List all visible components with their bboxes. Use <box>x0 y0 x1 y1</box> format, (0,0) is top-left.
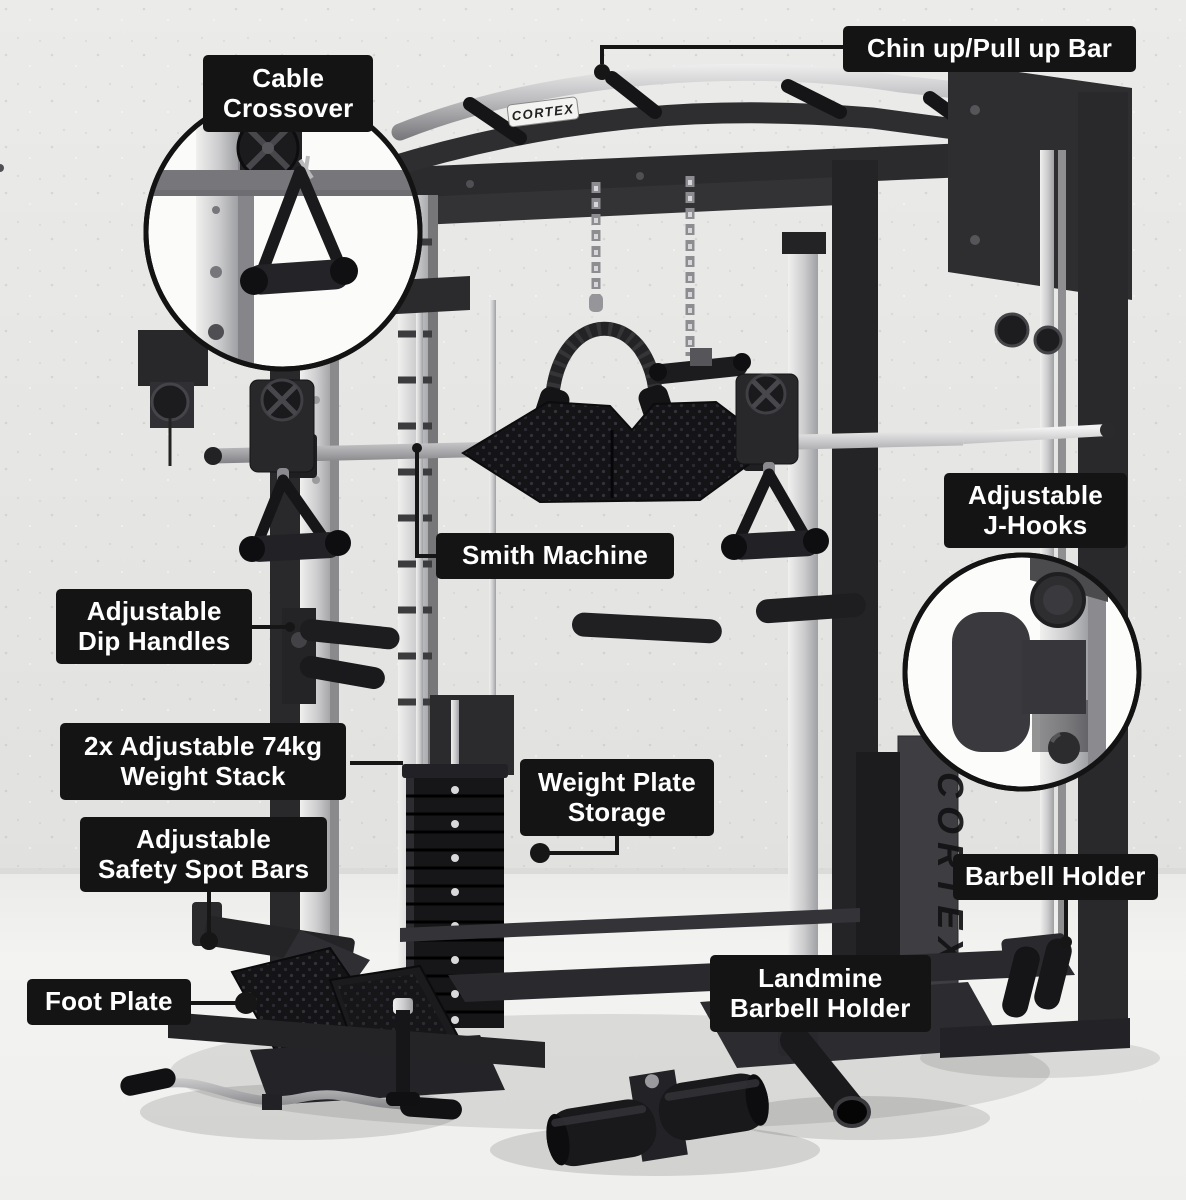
label-weight-plate-storage: Weight Plate Storage <box>520 759 714 837</box>
dip-handles <box>282 593 866 704</box>
label-chin-up-pull-up-bar: Chin up/Pull up Bar <box>843 26 1137 72</box>
label-adjustable-dip-handles: Adjustable Dip Handles <box>56 589 253 665</box>
connector-lines <box>183 45 1072 1014</box>
j-hooks-inset <box>902 552 1142 792</box>
label-safety-spot-bars: Adjustable Safety Spot Bars <box>80 817 328 893</box>
diamond-grip-plates <box>461 400 776 504</box>
right-pulley-carriage <box>721 373 829 560</box>
single-handle <box>649 348 751 384</box>
right-tower: CORTEX <box>856 62 1132 1049</box>
barbell-holder-tubes <box>1001 933 1072 1018</box>
row-handle <box>386 998 420 1106</box>
hanging-chains <box>591 176 695 356</box>
label-weight-stack: 2x Adjustable 74kg Weight Stack <box>60 723 347 801</box>
roller-pads <box>546 1069 769 1167</box>
label-landmine-barbell-holder: Landmine Barbell Holder <box>710 955 931 1033</box>
left-pulley-carriage <box>239 378 351 562</box>
curl-bar <box>120 1068 462 1120</box>
label-barbell-holder: Barbell Holder <box>953 854 1158 900</box>
label-cable-crossover: Cable Crossover <box>203 55 374 133</box>
label-adjustable-j-hooks: Adjustable J-Hooks <box>944 473 1127 549</box>
label-smith-machine: Smith Machine <box>436 533 675 579</box>
cortex-badge: CORTEX <box>506 96 580 128</box>
label-foot-plate: Foot Plate <box>27 979 191 1025</box>
chin-up-bar: CORTEX <box>351 63 1021 187</box>
